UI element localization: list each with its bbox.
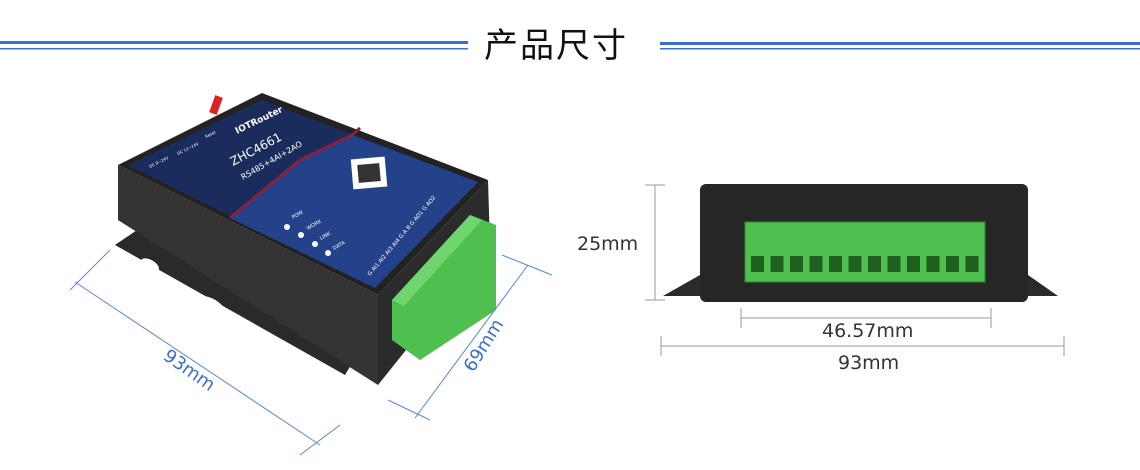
terminal-slot (868, 256, 881, 272)
terminal-slot (848, 256, 862, 272)
terminal-slot (809, 256, 823, 272)
terminal-width-label: 46.57mm (822, 320, 914, 342)
terminal-slot (926, 256, 940, 272)
terminal-slot (887, 256, 901, 272)
terminal-slot (965, 256, 979, 272)
led-label-data: DATA (332, 240, 347, 252)
right-dimension-lines (645, 184, 1065, 356)
terminal-slot (790, 256, 803, 272)
terminal-slot (907, 256, 920, 272)
terminal-slot (946, 256, 959, 272)
left-dimension-lines (69, 249, 553, 456)
device-front-photo (663, 184, 1058, 302)
height-label: 25mm (577, 233, 639, 255)
led-label-link: LINK (319, 231, 332, 242)
front-length-label: 93mm (838, 352, 900, 374)
section-title: 产品尺寸 (484, 26, 628, 66)
header-lines (0, 41, 1140, 50)
port-label-reset: Reset (204, 129, 217, 139)
terminal-slot (751, 256, 764, 272)
led-label-pow: POW (291, 210, 304, 221)
terminal-slot (770, 256, 784, 272)
device-perspective-photo: IOTRouter ZHC4661 RS485+4AI+2AO POW WORK… (115, 93, 496, 385)
terminal-slot (829, 256, 842, 272)
